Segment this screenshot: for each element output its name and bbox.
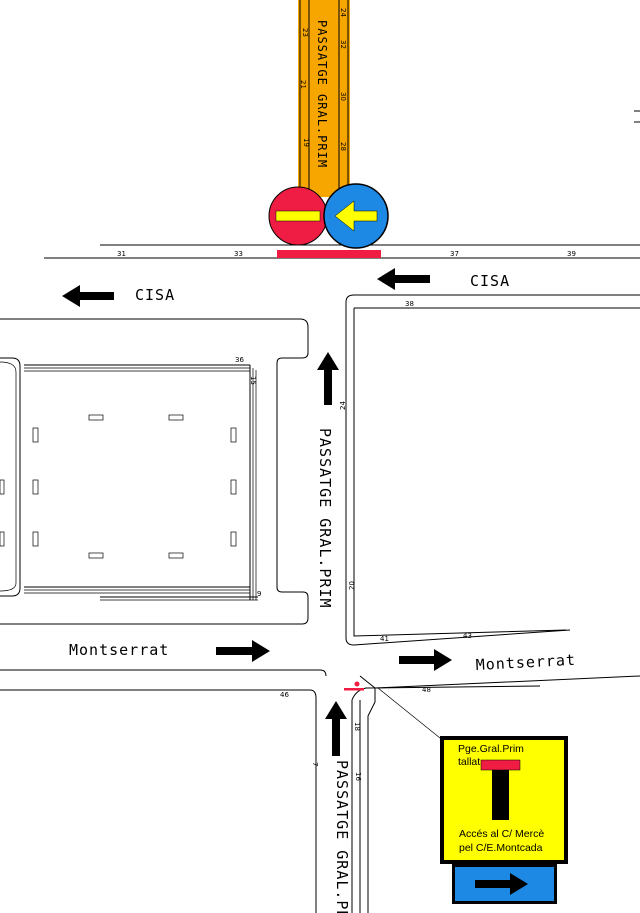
sign-closure-bar-icon <box>480 759 521 771</box>
closure-marker <box>344 688 364 691</box>
detour-info-sign: Pge.Gral.Prim tallat Accés al C/ Mercè p… <box>440 736 568 864</box>
arrow-left-cisa-icon <box>62 285 114 307</box>
number-15: 15 <box>249 376 257 385</box>
street-prim-mid: PASSATGE GRAL.PRIM <box>316 428 334 609</box>
number-33: 33 <box>234 250 243 258</box>
number-7: 7 <box>311 762 319 766</box>
number-24-mid: 24 <box>339 401 347 410</box>
sign-line-3: Accés al C/ Mercè <box>459 828 544 840</box>
number-43: 43 <box>463 632 472 640</box>
number-39: 39 <box>567 250 576 258</box>
number-36: 36 <box>235 356 244 364</box>
number-23: 23 <box>301 28 309 37</box>
number-24-top: 24 <box>339 8 347 17</box>
direction-right-arrow-icon <box>475 873 528 895</box>
number-48: 48 <box>422 686 431 694</box>
arrow-right-montserrat-icon <box>216 640 270 662</box>
street-prim-bottom: PASSATGE GRAL.PRIM <box>333 760 351 913</box>
number-41: 41 <box>380 635 389 643</box>
arrow-up-prim-bottom-icon <box>325 701 347 756</box>
street-cisa-right: CISA <box>470 272 510 290</box>
number-19: 19 <box>302 138 310 147</box>
number-20: 20 <box>348 581 356 590</box>
one-way-left-icon <box>323 183 389 249</box>
bottom-blocks <box>0 669 640 913</box>
direction-sign <box>452 864 557 904</box>
number-31: 31 <box>117 250 126 258</box>
arrow-right-montserrat-right-icon <box>399 649 452 671</box>
sign-line-2: tallat <box>458 756 480 768</box>
number-38: 38 <box>405 300 414 308</box>
number-28: 28 <box>339 142 347 151</box>
closure-dot <box>354 681 360 687</box>
street-cisa-left: CISA <box>135 286 175 304</box>
arrow-left-cisa-right-icon <box>377 268 430 290</box>
sign-line-1: Pge.Gral.Prim <box>458 743 524 755</box>
number-37: 37 <box>450 250 459 258</box>
street-montserrat-left: Montserrat <box>69 641 169 659</box>
left-block <box>0 318 309 625</box>
no-entry-icon <box>268 186 328 246</box>
number-46: 46 <box>280 691 289 699</box>
closed-street-band <box>298 0 350 197</box>
sign-street-stem-icon <box>492 770 509 820</box>
closure-bar <box>277 250 381 258</box>
number-30: 30 <box>339 92 347 101</box>
number-18: 18 <box>353 722 361 731</box>
street-prim-top: PASSATGE GRAL.PRIM <box>315 20 329 168</box>
number-9: 9 <box>257 590 261 598</box>
street-montserrat-right: Montserrat <box>475 651 576 674</box>
sign-line-4: pel C/E.Montcada <box>459 842 543 854</box>
number-32: 32 <box>339 40 347 49</box>
number-21: 21 <box>299 80 307 89</box>
arrow-up-prim-icon <box>317 352 339 405</box>
right-block <box>345 110 640 646</box>
number-16: 16 <box>354 772 362 781</box>
